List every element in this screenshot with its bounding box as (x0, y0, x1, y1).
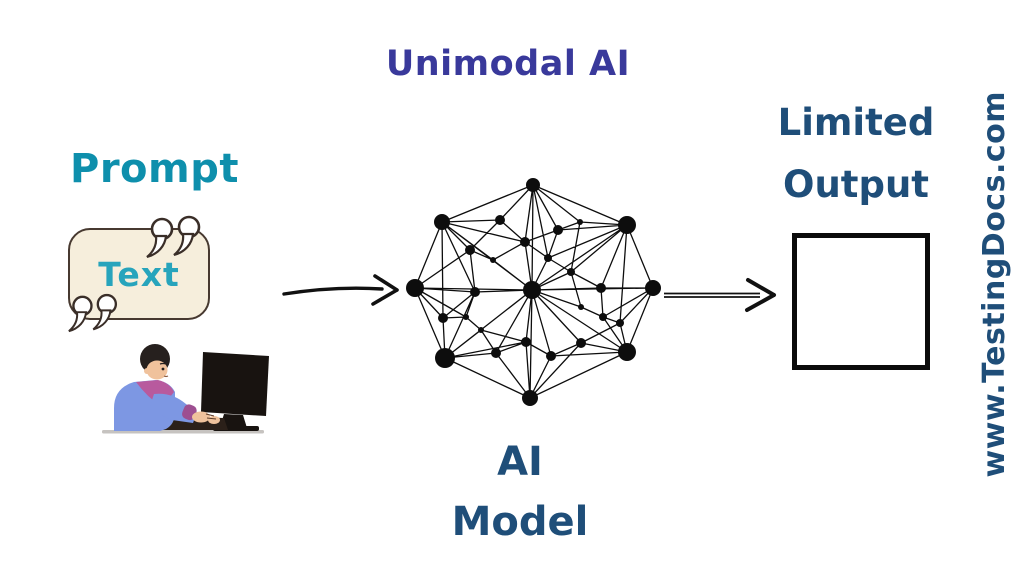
model-to-output-arrow-icon (664, 278, 776, 312)
output-label: Limited Output (778, 92, 935, 216)
person-head (140, 344, 170, 380)
empty-output-box (792, 233, 930, 370)
prompt-heading: Prompt (70, 146, 239, 192)
page-title: Unimodal AI (385, 44, 631, 84)
watermark-text: www.TestingDocs.com (976, 90, 1012, 478)
model-label-line2: Model (451, 499, 589, 545)
watermark: www.TestingDocs.com (968, 66, 1020, 502)
person-body (114, 380, 220, 431)
output-label-line2: Output (782, 163, 929, 206)
network-nodes (406, 178, 661, 406)
model-label: AI Model (452, 432, 589, 552)
neural-network-graph (406, 178, 661, 406)
network-edges (414, 184, 654, 399)
output-label-line1: Limited (777, 101, 935, 144)
quote-marks-icon (68, 293, 118, 333)
input-to-model-arrow-icon (282, 274, 399, 306)
speech-bubble-label: Text (98, 254, 180, 294)
model-label-line1: AI (497, 439, 543, 485)
quote-marks-icon (146, 215, 201, 259)
person-typing-illustration (102, 344, 269, 434)
